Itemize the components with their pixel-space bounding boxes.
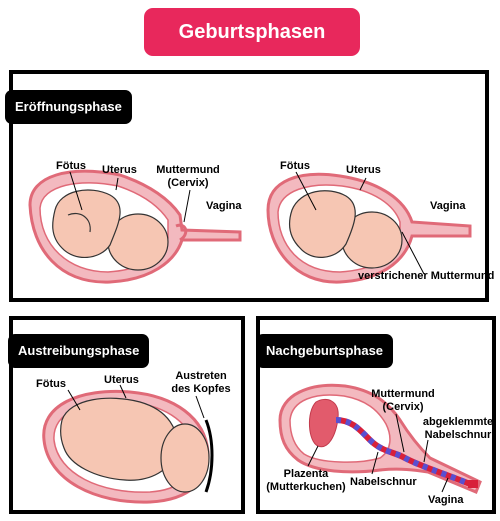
pointer-foetus-right: [295, 171, 317, 211]
label-plazenta-line1: Plazenta: [283, 468, 329, 480]
pointer-vagina-nachgeburt: [441, 477, 449, 493]
label-mutterkuchen: (Mutterkuchen): [266, 481, 346, 493]
pointer-foetus-austreibung: [67, 389, 81, 411]
fetus-left: [52, 189, 169, 271]
pointer-abgeklemmte: [423, 439, 429, 463]
label-muttermund-left-line1: Muttermund: [156, 164, 220, 176]
label-austreten-des-kopfes: Austreten des Kopfes: [166, 370, 236, 396]
label-muttermund-nachgeburt: Muttermund (Cervix): [368, 388, 438, 414]
label-abgeklemmte: abgeklemmte: [422, 416, 494, 428]
label-foetus-right: Fötus: [280, 160, 310, 172]
label-cervix-left: (Cervix): [167, 177, 209, 189]
label-vagina-right: Vagina: [430, 200, 466, 212]
label-foetus-left: Fötus: [56, 160, 86, 172]
placenta: [309, 398, 339, 448]
label-verstrichener-muttermund: verstrichener Muttermund: [358, 270, 495, 282]
label-vagina-left: Vagina: [206, 200, 242, 212]
pointer-plazenta: [307, 445, 319, 467]
pointer-uterus-austreibung: [119, 384, 127, 399]
birth-canal-edge: [204, 419, 214, 493]
tag-austreibungsphase: Austreibungsphase: [8, 334, 150, 368]
pointer-foetus-left: [69, 171, 83, 211]
fetus-right: [289, 190, 403, 269]
label-plazenta: Plazenta (Mutterkuchen): [266, 468, 346, 494]
cervix-left: [175, 223, 188, 242]
label-foetus-austreibung: Fötus: [36, 378, 66, 390]
umbilical-cord-blue: [335, 417, 472, 487]
page-title: Geburtsphasen: [144, 8, 360, 56]
label-muttermund-line1: Muttermund: [371, 388, 435, 400]
label-abgeklemmte-nabelschnur: abgeklemmte Nabelschnur: [420, 416, 496, 442]
label-cervix-nachgeburt: (Cervix): [382, 401, 424, 413]
tag-nachgeburtsphase: Nachgeburtsphase: [256, 334, 394, 368]
pointer-muttermund-right: [401, 231, 425, 275]
fetus-austreibung: [60, 397, 210, 493]
pointer-muttermund-nachgeburt: [395, 413, 405, 453]
cord-clamp: [468, 480, 478, 488]
label-uterus-austreibung: Uterus: [104, 374, 139, 386]
label-nabelschnur-top: Nabelschnur: [424, 429, 492, 441]
pointer-austreten: [195, 395, 205, 419]
pointer-uterus-left: [115, 177, 119, 191]
pointer-nabelschnur: [371, 451, 379, 475]
label-uterus-left: Uterus: [102, 164, 137, 176]
label-austreten: Austreten: [175, 370, 227, 382]
pointer-muttermund-left: [183, 189, 191, 223]
pointer-uterus-right: [359, 177, 367, 191]
label-muttermund-left: Muttermund (Cervix): [150, 164, 226, 190]
label-des-kopfes: des Kopfes: [171, 383, 231, 395]
label-uterus-right: Uterus: [346, 164, 381, 176]
label-nabelschnur: Nabelschnur: [350, 476, 417, 488]
tag-eroeffnungsphase: Eröffnungsphase: [5, 90, 132, 124]
label-vagina-nachgeburt: Vagina: [428, 494, 464, 506]
